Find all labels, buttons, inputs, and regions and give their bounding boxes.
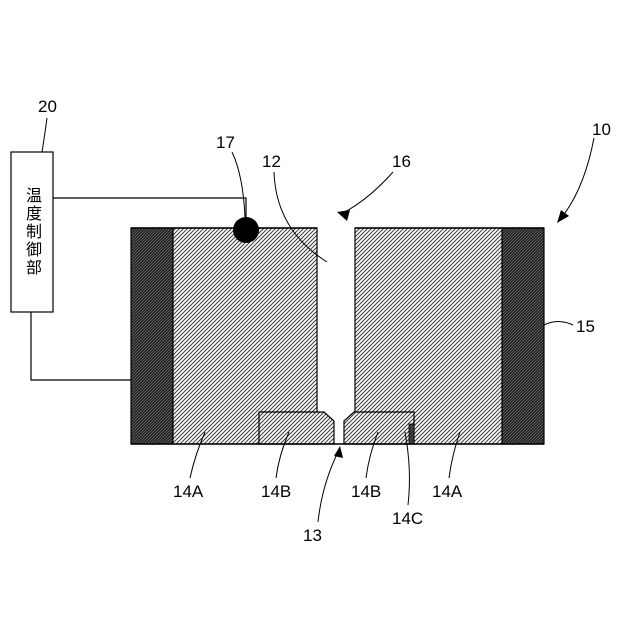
heater-left-layer <box>131 228 173 444</box>
leader-10 <box>565 138 594 213</box>
block-14b-left <box>259 412 334 444</box>
temperature-controller-label: 温度制御部 <box>11 152 53 312</box>
sensor-17 <box>233 217 259 243</box>
leader-20 <box>42 118 47 152</box>
wire-sensor <box>53 198 246 218</box>
heater-right-layer <box>502 228 544 444</box>
label-13: 13 <box>303 526 322 545</box>
label-10: 10 <box>592 120 611 139</box>
arrow-16 <box>337 210 350 221</box>
wire-heater <box>31 312 131 380</box>
label-15: 15 <box>576 317 595 336</box>
label-16: 16 <box>392 152 411 171</box>
block-14b-right <box>344 412 414 444</box>
label-14a-left: 14A <box>173 482 204 501</box>
leader-13 <box>318 452 338 522</box>
arrow-13 <box>334 446 343 458</box>
leader-16 <box>345 172 393 212</box>
label-12: 12 <box>262 152 281 171</box>
arrow-10 <box>557 210 569 223</box>
label-14c: 14C <box>392 509 423 528</box>
label-20: 20 <box>38 97 57 116</box>
block-14c <box>409 424 414 444</box>
leader-17 <box>232 152 245 217</box>
leader-15 <box>544 322 573 326</box>
label-14a-right: 14A <box>432 482 463 501</box>
label-17: 17 <box>216 133 235 152</box>
label-14b-left: 14B <box>261 482 291 501</box>
label-14b-right: 14B <box>351 482 381 501</box>
